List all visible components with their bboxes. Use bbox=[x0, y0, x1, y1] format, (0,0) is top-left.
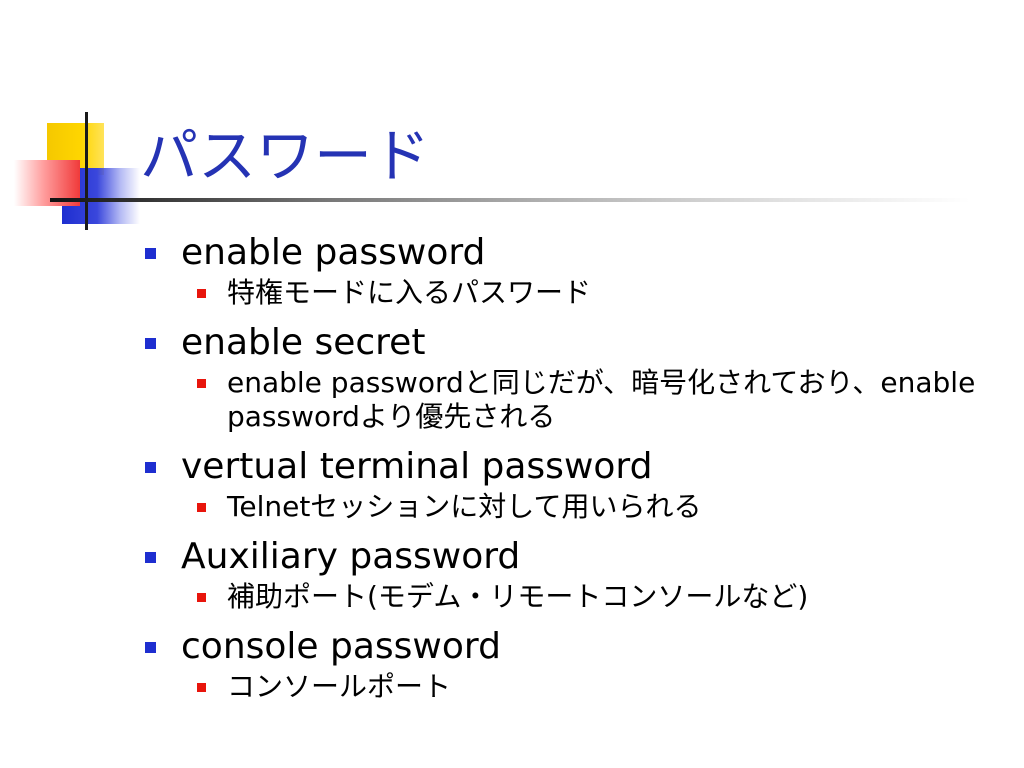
sub-bullet-square-icon bbox=[197, 683, 206, 692]
sub-bullet-text: コンソールポート bbox=[227, 670, 452, 703]
sub-bullet-item: Telnetセッションに対して用いられる bbox=[145, 490, 985, 524]
bullet-text: enable password bbox=[181, 232, 486, 273]
bullet-item: vertual terminal password bbox=[145, 444, 985, 490]
bullet-text: Auxiliary password bbox=[181, 536, 521, 577]
bullet-item: Auxiliary password bbox=[145, 534, 985, 580]
bullet-text: vertual terminal password bbox=[181, 446, 653, 487]
bullet-square-icon bbox=[145, 552, 156, 563]
bullet-text: console password bbox=[181, 626, 501, 667]
bullet-square-icon bbox=[145, 642, 156, 653]
slide-title: パスワード bbox=[140, 122, 431, 190]
bullet-square-icon bbox=[145, 248, 156, 259]
sub-bullet-text: Telnetセッションに対して用いられる bbox=[227, 490, 702, 523]
sub-bullet-square-icon bbox=[197, 593, 206, 602]
decor-vertical-line bbox=[85, 112, 88, 230]
sub-bullet-square-icon bbox=[197, 503, 206, 512]
sub-bullet-item: enable passwordと同じだが、暗号化されており、enable pas… bbox=[145, 366, 985, 434]
sub-bullet-square-icon bbox=[197, 289, 206, 298]
bullet-square-icon bbox=[145, 338, 156, 349]
bullet-square-icon bbox=[145, 462, 156, 473]
sub-bullet-text: enable passwordと同じだが、暗号化されており、enable pas… bbox=[227, 366, 976, 433]
bullet-list: enable password 特権モードに入るパスワード enable sec… bbox=[145, 230, 985, 714]
bullet-text: enable secret bbox=[181, 322, 426, 363]
title-underline bbox=[50, 198, 970, 202]
bullet-item: enable password bbox=[145, 230, 985, 276]
sub-bullet-item: コンソールポート bbox=[145, 670, 985, 704]
bullet-item: console password bbox=[145, 624, 985, 670]
sub-bullet-text: 補助ポート(モデム・リモートコンソールなど) bbox=[227, 580, 809, 613]
sub-bullet-text: 特権モードに入るパスワード bbox=[227, 276, 592, 309]
bullet-item: enable secret bbox=[145, 320, 985, 366]
sub-bullet-item: 特権モードに入るパスワード bbox=[145, 276, 985, 310]
sub-bullet-square-icon bbox=[197, 379, 206, 388]
sub-bullet-item: 補助ポート(モデム・リモートコンソールなど) bbox=[145, 580, 985, 614]
